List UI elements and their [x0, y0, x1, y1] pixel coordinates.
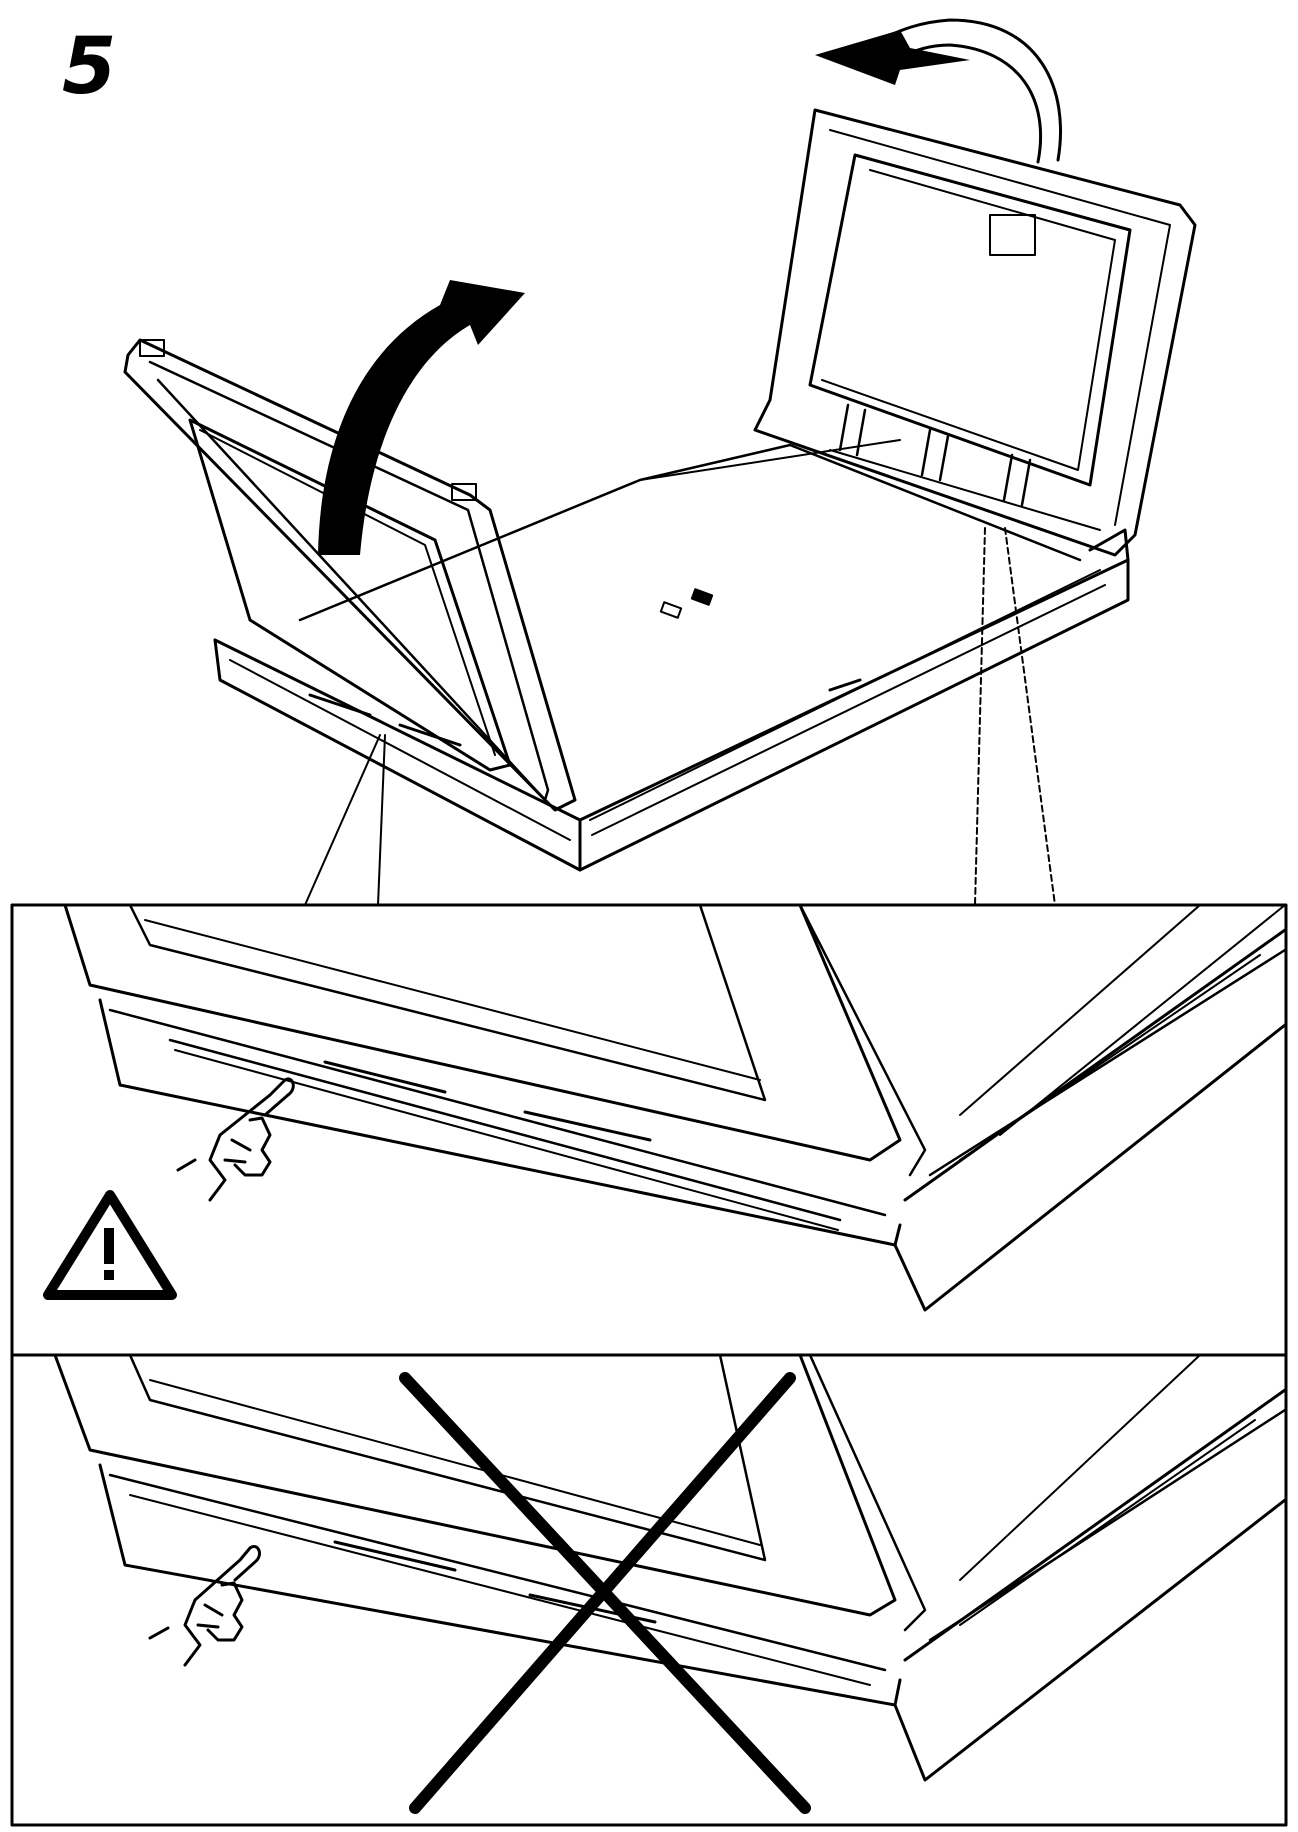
warning-triangle-icon — [43, 1190, 177, 1300]
main-assembly-view — [123, 18, 1197, 906]
detail-panel-incorrect — [10, 1353, 1288, 1827]
step-number: 5 — [62, 22, 117, 112]
cross-mark-icon — [399, 1372, 811, 1814]
pointing-hand-icon — [148, 1545, 261, 1667]
detail-panel-correct — [10, 903, 1288, 1357]
pointing-hand-icon — [176, 1077, 295, 1202]
rotate-arrow-icon — [815, 18, 1062, 164]
lift-arrow-icon — [318, 280, 525, 555]
